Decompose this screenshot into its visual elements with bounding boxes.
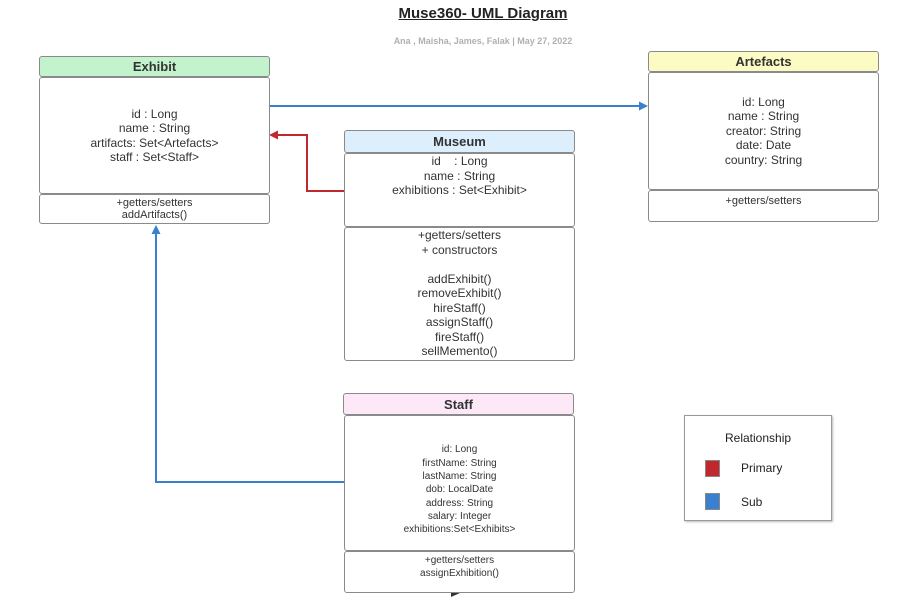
staff-attribute: lastName: String <box>422 471 497 483</box>
staff-header: Staff <box>343 393 574 415</box>
artefacts-header: Artefacts <box>648 51 879 72</box>
artefacts-attribute: date: Date <box>735 138 792 153</box>
museum-attribute: name : String <box>423 168 496 183</box>
legend-swatch-primary <box>705 460 720 477</box>
artefacts-attribute: id: Long <box>742 94 785 109</box>
museum-attribute: exhibitions : Set<Exhibit> <box>392 183 527 197</box>
museum-method: assignStaff() <box>425 315 494 329</box>
arrowhead-staff-exhibit <box>151 225 161 234</box>
museum-method: + constructors <box>421 242 498 257</box>
exhibit-header: Exhibit <box>39 56 270 77</box>
artefacts-attribute: name : String <box>727 109 800 124</box>
museum-method: removeExhibit() <box>417 286 502 300</box>
staff-attribute: address: String <box>425 497 494 509</box>
staff-methods: +getters/setters assignExhibition() <box>344 551 575 593</box>
artefacts-attribute: creator: String <box>725 123 802 138</box>
museum-name: Museum <box>433 134 486 149</box>
legend: Relationship Primary Sub <box>684 415 832 521</box>
exhibit-attributes: id : Long name : String artifacts: Set<A… <box>39 77 270 194</box>
staff-attribute: exhibitions:Set<Exhibits> <box>403 524 516 536</box>
legend-label-primary: Primary <box>741 461 783 475</box>
exhibit-method: +getters/setters <box>116 196 193 209</box>
legend-title: Relationship <box>725 431 792 445</box>
exhibit-method: addArtifacts() <box>121 209 188 221</box>
museum-method: addExhibit() <box>427 271 492 286</box>
staff-method: +getters/setters <box>424 555 495 566</box>
exhibit-name: Exhibit <box>132 59 177 74</box>
legend-swatch-sub <box>705 493 720 510</box>
arrowhead-museum-exhibit <box>269 130 278 140</box>
museum-method: fireStaff() <box>434 329 485 344</box>
museum-method: +getters/setters <box>417 228 502 242</box>
staff-method: assignExhibition() <box>420 568 499 580</box>
diagram-subtitle: Ana , Maisha, James, Falak | May 27, 202… <box>393 36 573 46</box>
exhibit-methods: +getters/setters addArtifacts() <box>39 194 270 224</box>
museum-header: Museum <box>344 130 575 153</box>
connector-museum-exhibit <box>275 134 344 192</box>
arrowhead-exhibit-artefacts <box>639 101 648 111</box>
connector-staff-exhibit <box>155 232 344 483</box>
museum-method <box>458 257 461 272</box>
staff-attribute: dob: LocalDate <box>425 484 494 496</box>
diagram-title: Muse360- UML Diagram <box>398 5 568 22</box>
museum-method: hireStaff() <box>433 300 486 315</box>
exhibit-attribute: artifacts: Set<Artefacts> <box>90 135 219 150</box>
staff-attribute: salary: Integer <box>427 510 492 522</box>
staff-name: Staff <box>444 396 473 412</box>
legend-label-sub: Sub <box>741 495 763 509</box>
exhibit-attribute: staff : Set<Staff> <box>110 150 199 164</box>
artefacts-methods: +getters/setters <box>648 190 879 222</box>
artefacts-name: Artefacts <box>735 54 792 69</box>
museum-attributes: id : Long name : String exhibitions : Se… <box>344 153 575 227</box>
exhibit-attribute: name : String <box>118 121 191 135</box>
staff-attributes: id: Long firstName: String lastName: Str… <box>344 415 575 551</box>
staff-attribute: id: Long <box>441 444 478 456</box>
exhibit-attribute: id : Long <box>131 106 178 121</box>
artefacts-method: +getters/setters <box>725 195 802 207</box>
artefacts-attributes: id: Long name : String creator: String d… <box>648 72 879 190</box>
staff-attribute: firstName: String <box>422 457 497 469</box>
museum-methods: +getters/setters + constructors addExhib… <box>344 227 575 361</box>
artefacts-attribute: country: String <box>724 152 803 167</box>
museum-method: sellMemento() <box>421 344 498 358</box>
museum-attribute: id : Long <box>431 154 488 168</box>
